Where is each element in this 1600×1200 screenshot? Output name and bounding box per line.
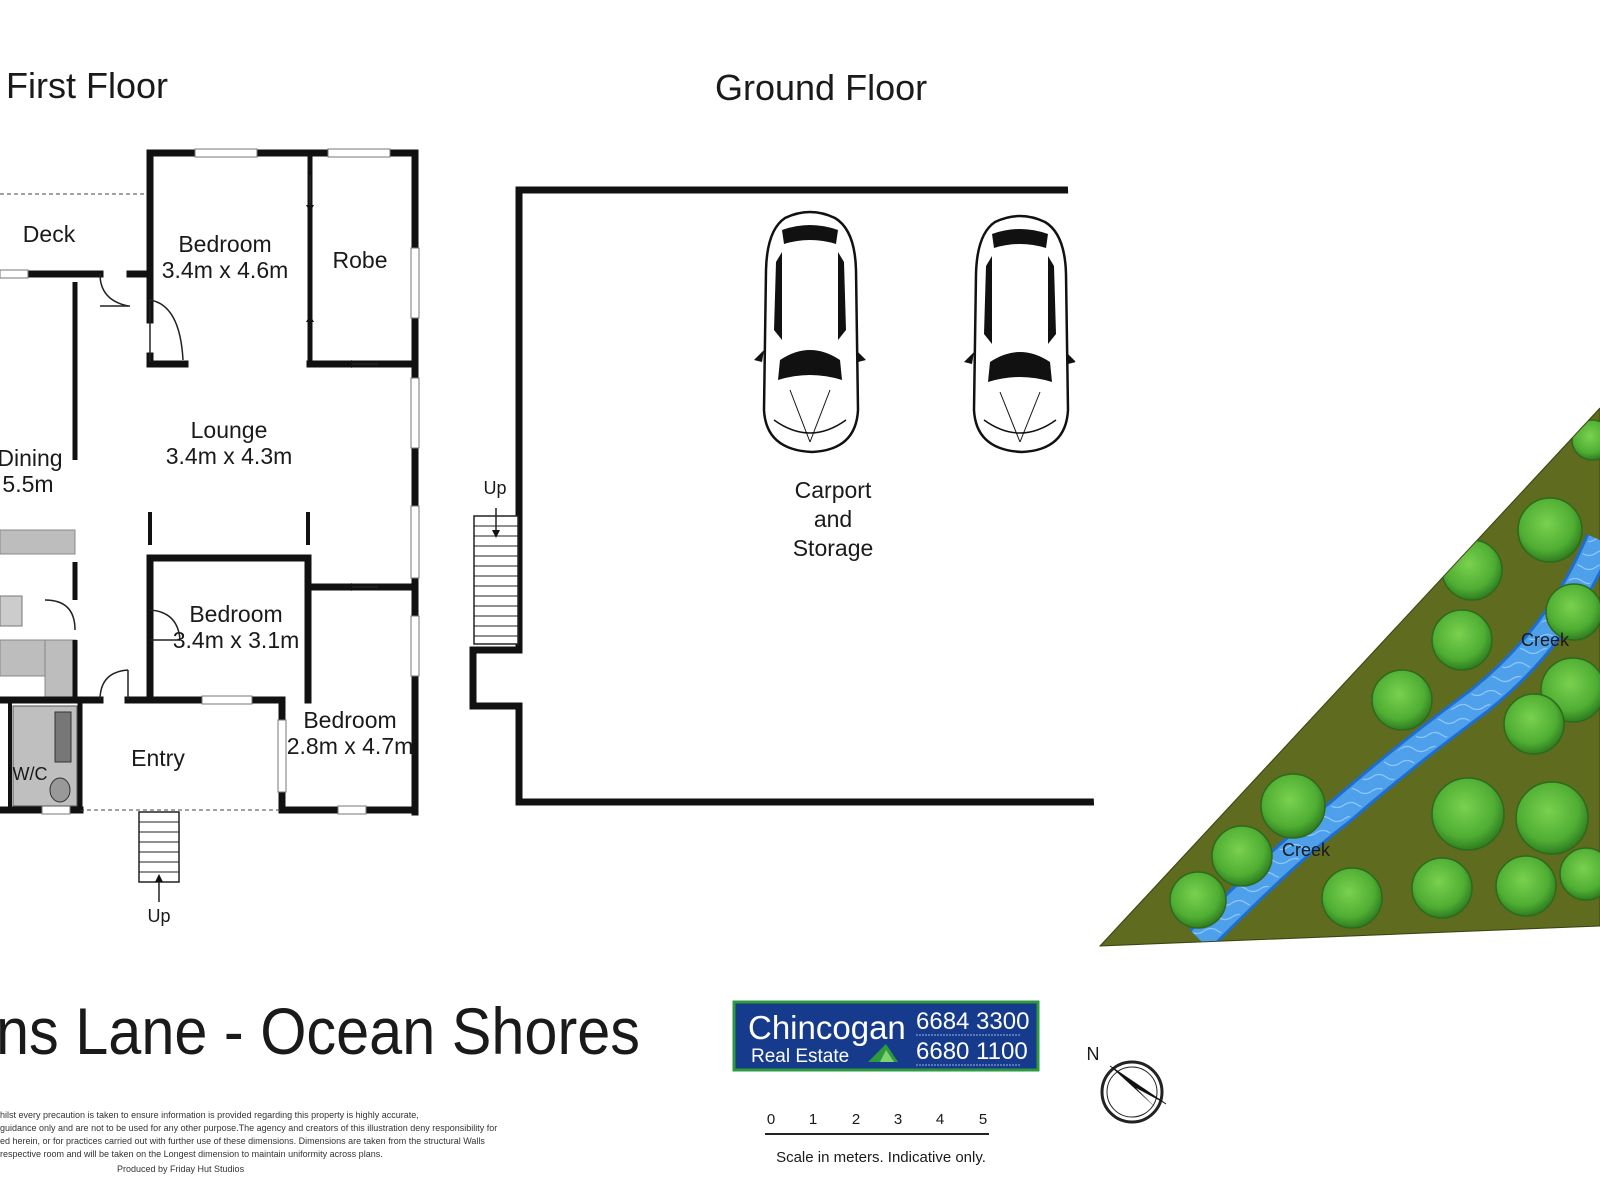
trees [1169,419,1600,929]
scale-caption: Scale in meters. Indicative only. [776,1149,986,1166]
bedroom2-label: Bedroom [189,601,282,627]
lounge-label: Lounge [191,417,268,443]
scale-tick-4: 4 [936,1111,944,1128]
disclaimer-line-4: respective room and will be taken on the… [0,1149,383,1159]
compass: N [1087,1044,1167,1124]
ground-floor-plan: Up Carport and S [469,186,1140,806]
deck-label: Deck [23,221,76,247]
carport-label-3: Storage [793,535,874,561]
disclaimer-line-3: ed herein, or for practices carried out … [0,1136,485,1146]
property-address: ns Lane - Ocean Shores [0,994,640,1068]
scale-tick-0: 0 [767,1111,775,1128]
first-floor-plan: Deck Bedroom 3.4m x 4.6m Robe Lounge 3.4… [0,148,420,926]
disclaimer-credit: Produced by Friday Hut Studios [117,1164,245,1174]
scale-tick-3: 3 [894,1111,902,1128]
ground-floor-title: Ground Floor [715,67,927,108]
compass-north-label: N [1087,1044,1100,1064]
agency-phone-2: 6680 1100 [916,1038,1028,1065]
ground-stairs-up-label: Up [483,478,506,498]
entry-label: Entry [131,745,185,771]
dining-label: Dining [0,445,63,471]
disclaimer-line-1: hilst every precaution is taken to ensur… [0,1110,419,1120]
scale-tick-5: 5 [979,1111,987,1128]
north-arrow-icon [1110,1066,1166,1108]
site-plan: Creek Creek [1060,0,1600,1000]
front-stairs-up-label: Up [147,906,170,926]
bedroom3-label: Bedroom [303,707,396,733]
agency-name: Chincogan [748,1009,906,1046]
creek-label-1: Creek [1521,630,1570,650]
scale-tick-1: 1 [809,1111,817,1128]
creek-label-2: Creek [1282,840,1331,860]
dining-size: 5.5m [2,471,53,497]
bedroom2-size: 3.4m x 3.1m [173,627,300,653]
carport-label-2: and [814,506,852,532]
disclaimer-line-2: guidance only and are not to be used for… [0,1123,497,1133]
robe-label: Robe [333,247,388,273]
car-2 [964,214,1076,454]
disclaimer: hilst every precaution is taken to ensur… [0,1110,497,1174]
first-floor-title: First Floor [6,65,168,106]
scale-tick-2: 2 [852,1111,860,1128]
bedroom3-size: 2.8m x 4.7m [287,733,414,759]
agency-phone-1: 6684 3300 [916,1008,1029,1035]
scale-bar: 0 1 2 3 4 5 Scale in meters. Indicative … [765,1111,989,1166]
bedroom1-size: 3.4m x 4.6m [162,257,289,283]
lounge-size: 3.4m x 4.3m [166,443,293,469]
agency-subname: Real Estate [751,1046,849,1067]
car-1 [754,210,866,454]
wc-label: W/C [13,764,48,784]
bedroom1-label: Bedroom [178,231,271,257]
carport-label-1: Carport [795,477,872,503]
agency-logo: Chincogan Real Estate 6684 3300 6680 110… [732,1000,1040,1072]
